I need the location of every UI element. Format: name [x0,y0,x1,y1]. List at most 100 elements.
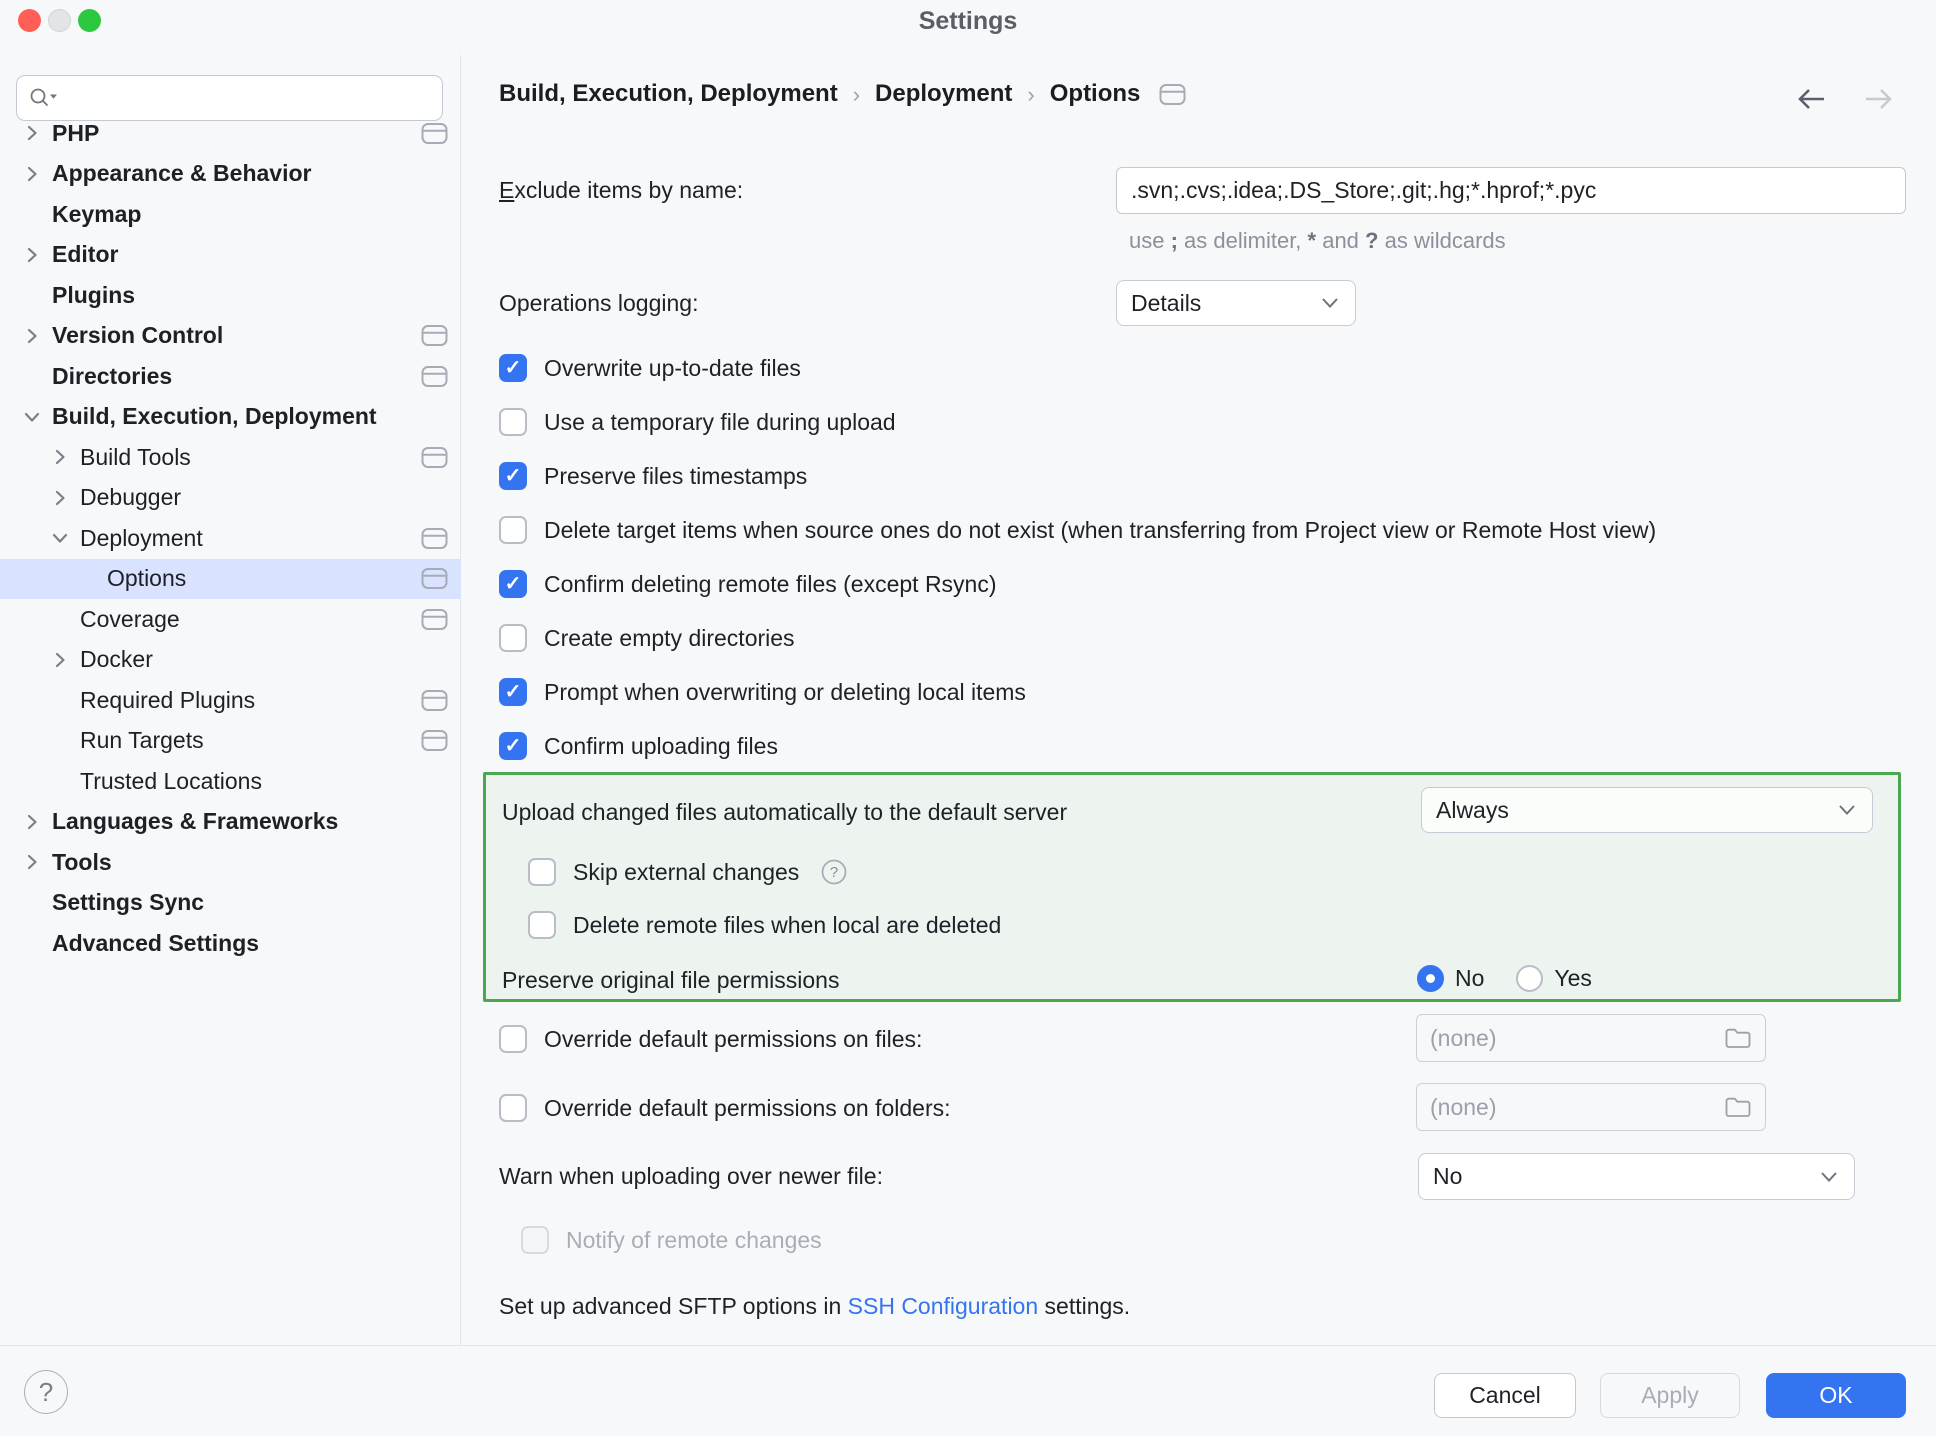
sidebar-item-docker[interactable]: Docker [0,640,461,681]
sidebar-item-label: Languages & Frameworks [52,808,339,835]
chevron-right-icon [20,891,44,915]
apply-button[interactable]: Apply [1600,1373,1740,1418]
exclude-items-input[interactable] [1116,167,1906,214]
exclude-items-hint: use ; as delimiter, * and ? as wildcards [1129,228,1506,253]
breadcrumb-item[interactable]: Deployment [875,80,1013,107]
sidebar-item-coverage[interactable]: Coverage [0,599,461,640]
svg-text:?: ? [830,864,838,881]
sidebar-item-required-plugins[interactable]: Required Plugins [0,680,461,721]
checkbox-create-empty-directories[interactable]: Create empty directories [499,621,795,655]
sidebar-item-tools[interactable]: Tools [0,842,461,883]
search-input[interactable] [67,79,442,117]
checkbox-delete-remote-files[interactable]: Delete remote files when local are delet… [528,908,1001,942]
checkbox-box [499,1025,527,1053]
chevron-right-icon [48,486,72,510]
checkbox-preserve-files-timestamps[interactable]: Preserve files timestamps [499,459,807,493]
close-window-button[interactable] [18,9,41,32]
checkbox-box [499,1094,527,1122]
operations-logging-select[interactable]: Details [1116,280,1356,326]
sidebar-item-label: Keymap [52,200,142,227]
chevron-right-icon [20,324,44,348]
chevron-down-icon [1818,1170,1840,1184]
settings-search-field[interactable] [16,75,443,121]
chevron-right-icon [20,850,44,874]
sidebar-item-php[interactable]: PHP [0,113,461,154]
chevron-right-icon [48,445,72,469]
back-arrow-icon[interactable] [1792,85,1830,113]
checkbox-override-permissions-folders[interactable]: Override default permissions on folders: [499,1091,951,1125]
checkbox-confirm-uploading-files[interactable]: Confirm uploading files [499,729,778,763]
checkbox-box [528,858,556,886]
exclude-items-label: Exclude items by name: [499,177,744,203]
breadcrumb-item[interactable]: Options [1049,80,1141,107]
auto-upload-label: Upload changed files automatically to th… [502,799,1068,825]
radio-no[interactable]: No [1417,964,1484,992]
sidebar-item-languages-frameworks[interactable]: Languages & Frameworks [0,802,461,843]
sidebar-item-editor[interactable]: Editor [0,235,461,276]
settings-card-icon [421,365,448,388]
help-icon[interactable]: ? [820,858,848,886]
sidebar-item-run-targets[interactable]: Run Targets [0,721,461,762]
warn-newer-file-select[interactable]: No [1418,1153,1855,1200]
chevron-right-icon [20,364,44,388]
checkbox-use-temporary-file[interactable]: Use a temporary file during upload [499,405,896,439]
settings-tree: PHP Appearance & Behavior Keymap Editor [0,113,461,964]
chevron-right-icon [48,648,72,672]
sidebar-item-label: Build Tools [80,443,191,470]
ssh-configuration-link[interactable]: SSH Configuration [847,1293,1039,1319]
checkbox-prompt-when-overwriting[interactable]: Prompt when overwriting or deleting loca… [499,675,1026,709]
checkbox-confirm-deleting-remote-files[interactable]: Confirm deleting remote files (except Rs… [499,567,997,601]
sidebar-item-debugger[interactable]: Debugger [0,478,461,519]
checkbox-box [499,570,527,598]
chevron-right-icon [48,607,72,631]
cancel-button[interactable]: Cancel [1434,1373,1576,1418]
sidebar-item-trusted-locations[interactable]: Trusted Locations [0,761,461,802]
checkbox-delete-target-items[interactable]: Delete target items when source ones do … [499,513,1656,547]
folder-icon[interactable] [1724,1095,1752,1119]
sidebar-item-deployment[interactable]: Deployment [0,518,461,559]
radio-button [1417,964,1444,992]
sidebar-item-label: Appearance & Behavior [52,160,312,187]
sidebar-item-advanced-settings[interactable]: Advanced Settings [0,923,461,964]
sidebar-item-version-control[interactable]: Version Control [0,316,461,357]
settings-card-icon [1159,83,1186,106]
help-button[interactable]: ? [24,1370,68,1414]
checkbox-box [521,1226,549,1254]
override-folders-value-field[interactable]: (none) [1416,1083,1766,1131]
settings-card-icon [421,608,448,631]
forward-arrow-icon[interactable] [1860,85,1898,113]
dialog-footer: ? Cancel Apply OK [0,1345,1936,1436]
sidebar-item-appearance-behavior[interactable]: Appearance & Behavior [0,154,461,195]
settings-main-panel: Build, Execution, Deployment › Deploymen… [461,55,1936,1345]
sidebar-item-keymap[interactable]: Keymap [0,194,461,235]
sidebar-item-build-execution-deployment[interactable]: Build, Execution, Deployment [0,397,461,438]
radio-yes[interactable]: Yes [1516,964,1592,992]
chevron-right-icon [48,769,72,793]
sidebar-item-build-tools[interactable]: Build Tools [0,437,461,478]
warn-newer-file-label: Warn when uploading over newer file: [499,1163,883,1189]
chevron-right-icon [20,162,44,186]
chevron-right-icon [20,121,44,145]
auto-upload-select[interactable]: Always [1421,787,1873,833]
zoom-window-button[interactable] [78,9,101,32]
sidebar-item-label: Deployment [80,524,203,551]
checkbox-override-permissions-files[interactable]: Override default permissions on files: [499,1022,922,1056]
checkbox-box [499,462,527,490]
sidebar-item-plugins[interactable]: Plugins [0,275,461,316]
breadcrumb-item[interactable]: Build, Execution, Deployment [499,80,838,107]
sidebar-item-label: Tools [52,848,112,875]
breadcrumb-separator: › [852,82,861,107]
chevron-right-icon [20,283,44,307]
ok-button[interactable]: OK [1766,1373,1906,1418]
checkbox-skip-external-changes[interactable]: Skip external changes ? [528,855,848,889]
folder-icon[interactable] [1724,1026,1752,1050]
sidebar-item-options[interactable]: Options [0,558,461,599]
sidebar-item-directories[interactable]: Directories [0,356,461,397]
sidebar-item-settings-sync[interactable]: Settings Sync [0,883,461,924]
checkbox-overwrite-up-to-date-files[interactable]: Overwrite up-to-date files [499,351,801,385]
override-files-value-field[interactable]: (none) [1416,1014,1766,1062]
minimize-window-button[interactable] [48,9,71,32]
checkbox-box [499,624,527,652]
sidebar-item-label: Advanced Settings [52,929,260,956]
